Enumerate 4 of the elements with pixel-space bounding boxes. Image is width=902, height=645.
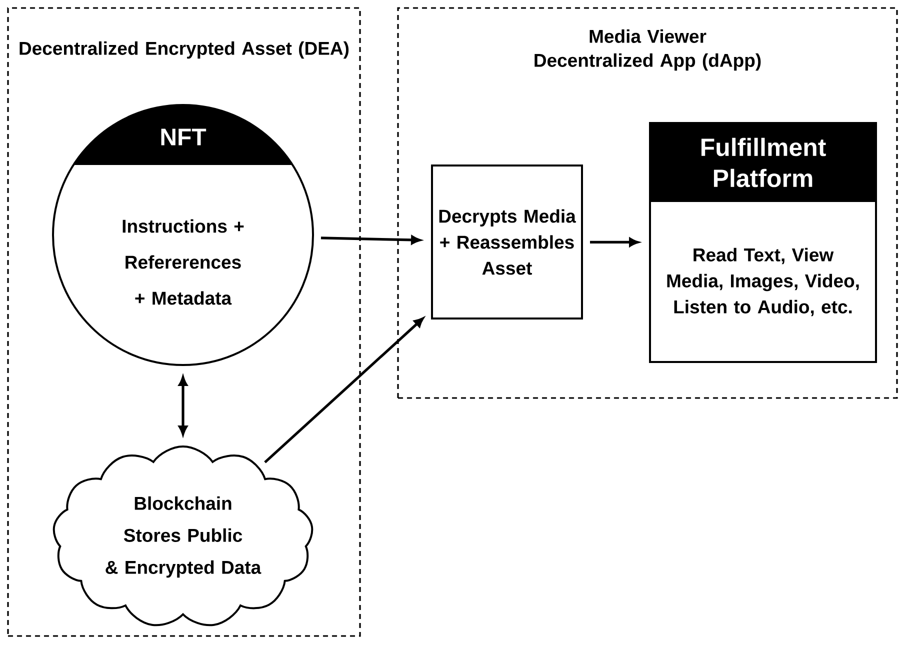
process-box: Decrypts Media + Reassembles Asset: [431, 164, 583, 320]
arrow: [264, 318, 424, 464]
platform-box: Fulfillment Platform Read Text, View Media, Images, Video, Listen to Audio, etc.: [649, 122, 877, 363]
blockchain-cloud: Blockchain Stores Public & Encrypted Data: [52, 446, 314, 626]
